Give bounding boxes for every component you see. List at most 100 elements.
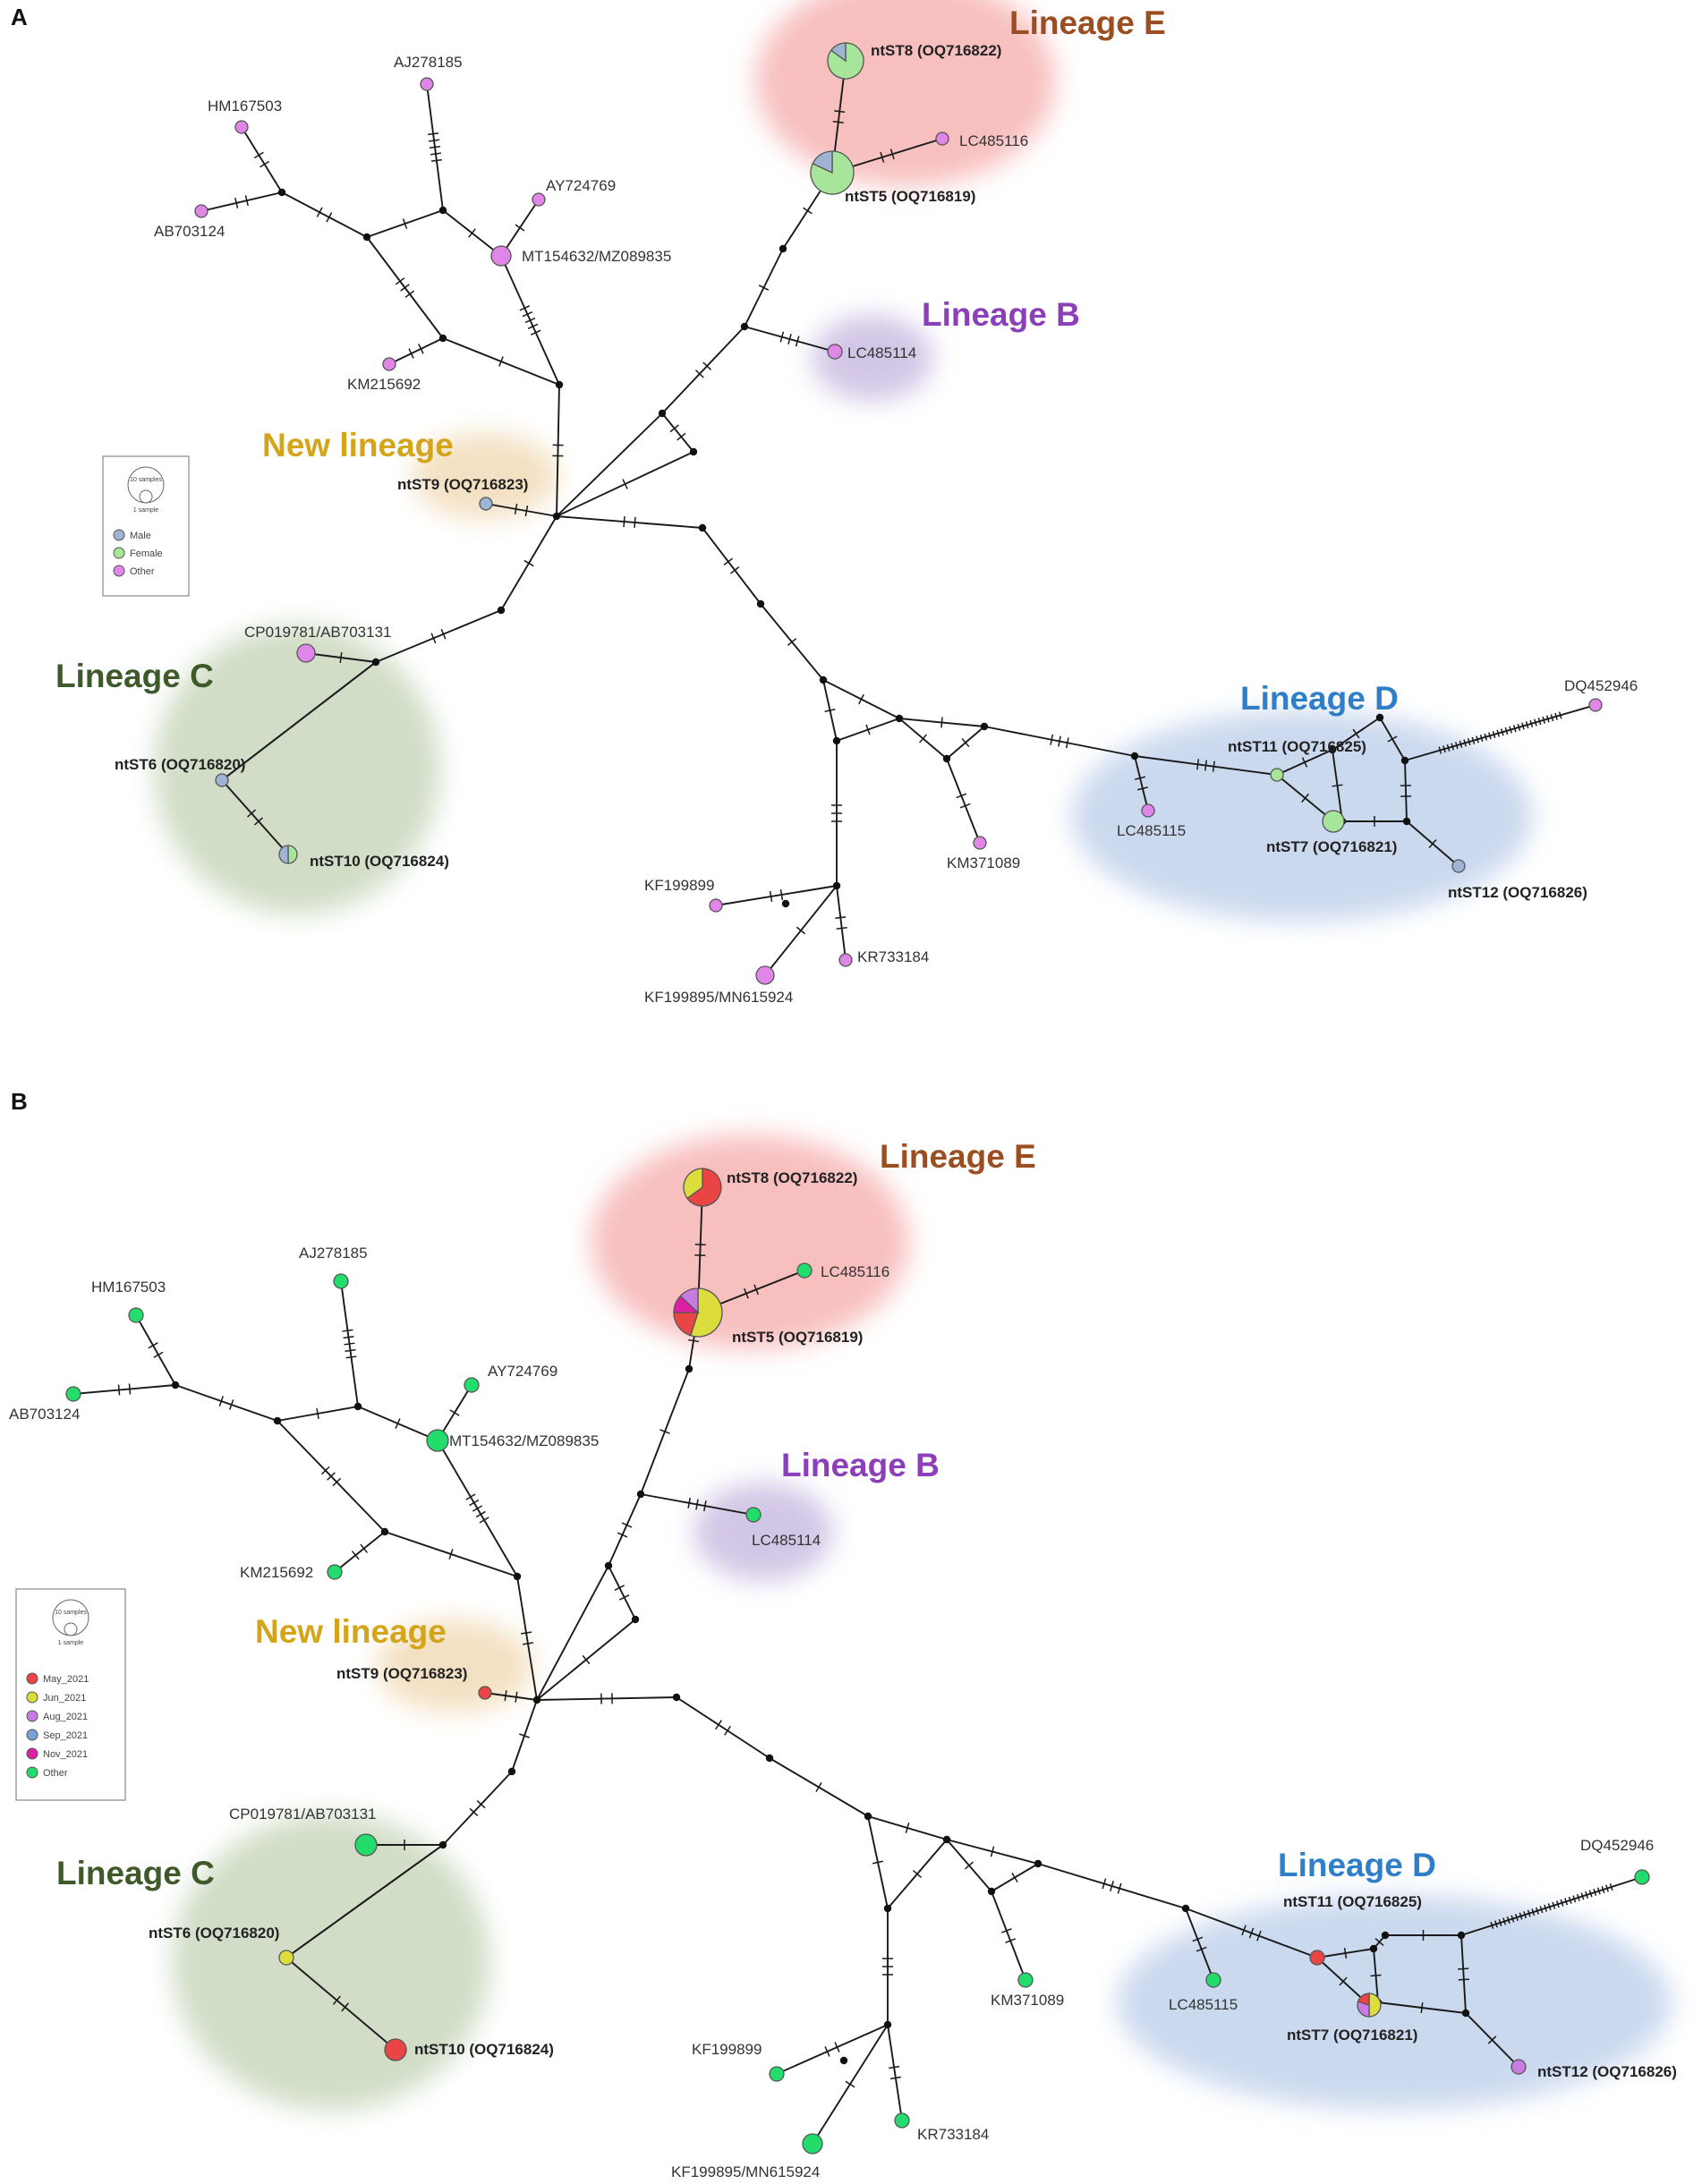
haplotype-slice — [1017, 1972, 1034, 1988]
haplotype-label: ntST6 (OQ716820) — [115, 756, 245, 773]
legend-item-label: Aug_2021 — [43, 1712, 88, 1722]
mutation-tick — [1451, 743, 1455, 751]
haplotype-slice — [755, 965, 775, 985]
haplotype-label: AJ278185 — [299, 1245, 368, 1262]
mutation-tick — [402, 218, 408, 229]
median-vector-node — [839, 2056, 848, 2065]
mutation-tick — [1428, 838, 1437, 849]
median-vector-node — [273, 1416, 282, 1425]
mutation-tick — [1459, 740, 1463, 748]
haplotype-label: AB703124 — [9, 1406, 80, 1423]
haplotype-node — [215, 773, 229, 787]
network-edge — [388, 337, 444, 365]
haplotype-slice — [769, 2066, 785, 2082]
mutation-tick — [527, 323, 539, 329]
mutation-tick — [1552, 1901, 1556, 1909]
mutation-tick — [1529, 719, 1534, 727]
mutation-tick — [669, 424, 679, 433]
haplotype-label: KF199899 — [644, 877, 714, 894]
mutation-tick — [1438, 746, 1442, 754]
mutation-tick — [835, 916, 847, 920]
haplotype-node — [479, 497, 493, 511]
mutation-tick — [320, 1466, 330, 1475]
mutation-tick — [468, 228, 476, 238]
haplotype-label: MT154632/MZ089835 — [449, 1432, 599, 1449]
haplotype-slice — [287, 845, 298, 864]
legend-swatch — [113, 529, 125, 541]
mutation-tick — [1110, 1881, 1114, 1891]
mutation-tick — [1514, 1914, 1519, 1922]
haplotype-slice — [327, 1564, 343, 1580]
median-vector-node — [1381, 1931, 1390, 1940]
network-edge — [135, 1314, 176, 1386]
haplotype-node — [827, 344, 843, 360]
median-vector-node — [277, 188, 286, 197]
mutation-tick — [244, 195, 249, 207]
haplotype-slice — [830, 42, 847, 63]
mutation-tick — [1496, 729, 1501, 737]
mutation-tick — [344, 1342, 355, 1346]
mutation-tick — [1204, 760, 1208, 771]
panel-a: AHM167503AB703124AJ278185AY724769MT15463… — [11, 0, 1638, 1006]
median-vector-node — [1402, 817, 1411, 826]
mutation-tick — [660, 1429, 670, 1434]
haplotype-slice — [827, 344, 843, 360]
lineage-halo — [172, 1814, 490, 2111]
median-vector-node — [604, 1561, 613, 1570]
haplotype-node — [382, 357, 396, 371]
network-edge — [221, 779, 289, 855]
haplotype-slice — [384, 2038, 407, 2061]
network-edge — [442, 1771, 513, 1846]
legend-swatch — [26, 1747, 38, 1760]
mutation-tick — [218, 1396, 225, 1406]
mutation-tick — [744, 1287, 749, 1299]
haplotype-label: CP019781/AB703131 — [244, 624, 391, 641]
network-edge — [536, 1696, 677, 1701]
mutation-tick — [695, 1499, 699, 1510]
mutation-tick — [889, 2076, 901, 2080]
median-vector-node — [658, 409, 667, 418]
legend-size-small — [64, 1622, 78, 1636]
haplotype-node — [426, 1429, 449, 1452]
lineage-halo — [1117, 1895, 1672, 2110]
haplotype-node — [796, 1262, 813, 1279]
haplotype-label: ntST10 (OQ716824) — [310, 853, 449, 870]
haplotype-slice — [838, 953, 853, 967]
mutation-tick — [1387, 735, 1398, 743]
mutation-tick — [1550, 714, 1554, 722]
mutation-tick — [1547, 1903, 1552, 1911]
mutation-tick — [1500, 728, 1504, 736]
network-edge — [556, 384, 560, 517]
mutation-tick — [1498, 1918, 1502, 1927]
mutation-tick — [316, 1407, 319, 1420]
legend-item-label: Sep_2021 — [43, 1730, 88, 1741]
mutation-tick — [515, 1691, 518, 1703]
mutation-tick — [1535, 1907, 1539, 1915]
mutation-tick — [472, 1505, 483, 1512]
mutation-tick — [912, 1870, 923, 1878]
mutation-tick — [1248, 1927, 1255, 1939]
mutation-tick — [1490, 1921, 1494, 1929]
lineage-halo — [694, 1483, 833, 1581]
lineage-halo — [591, 1134, 909, 1349]
mutation-tick — [469, 1807, 479, 1817]
lineage-label: New lineage — [262, 427, 454, 463]
haplotype-label: LC485115 — [1117, 822, 1186, 839]
median-vector-node — [1375, 713, 1384, 722]
haplotype-slice — [278, 1950, 294, 1966]
haplotype-node — [532, 192, 546, 207]
legend-item-label: Nov_2021 — [43, 1749, 88, 1760]
mutation-tick — [404, 290, 415, 298]
haplotype-slice — [812, 150, 833, 174]
network-edge — [991, 1891, 1026, 1981]
median-vector-node — [1457, 1931, 1466, 1940]
network-edge — [200, 191, 283, 212]
mutation-tick — [1196, 759, 1200, 770]
mutation-tick — [476, 1799, 486, 1809]
network-edge — [1134, 755, 1149, 812]
haplotype-node — [296, 643, 316, 663]
legend-item-label: Male — [130, 531, 151, 541]
mutation-tick — [345, 1348, 356, 1352]
median-vector-node — [513, 1572, 522, 1581]
mutation-tick — [787, 638, 797, 646]
